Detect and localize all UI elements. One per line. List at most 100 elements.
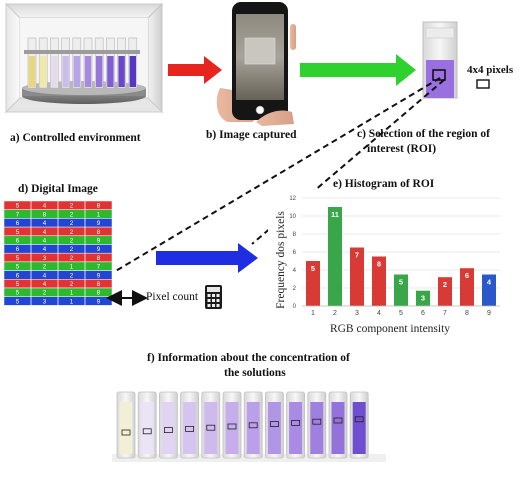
cuvette-roi (121, 429, 131, 436)
x-tick-label: 8 (465, 310, 469, 317)
caption-c-line1: c) Selection of the region of (357, 128, 490, 140)
histogram-bar (460, 268, 474, 306)
cuvette-solution (331, 402, 345, 454)
calculator-icon (205, 285, 222, 309)
bar-data-label: 6 (465, 271, 469, 280)
x-tick-label: 4 (377, 310, 381, 317)
grid-cell-value: 4 (43, 272, 47, 279)
grid-cell-value: 8 (97, 255, 101, 262)
grid-cell-value: 2 (70, 255, 74, 262)
cuvette-solution (267, 402, 281, 454)
y-tick-label: 6 (293, 250, 297, 256)
roi-legend-square (476, 79, 490, 89)
histogram-bar (306, 261, 320, 306)
x-tick-label: 9 (487, 310, 491, 317)
tube-solution (62, 56, 69, 87)
arrow-environment-to-image (168, 56, 222, 84)
caption-d: d) Digital Image (18, 183, 98, 195)
grid-cell-value: 2 (70, 246, 74, 253)
cuvette-roi (291, 419, 301, 426)
cuvette-solution (289, 402, 303, 454)
grid-cell-value: 9 (97, 238, 101, 245)
grid-cell-value: 6 (16, 220, 20, 227)
histogram-bar (394, 274, 408, 306)
tube-solution (73, 56, 80, 87)
grid-cell-value: 3 (43, 298, 47, 305)
cuvette-solution (225, 402, 239, 454)
grid-cell-value: 7 (97, 264, 101, 271)
caption-f-line2: the solutions (224, 367, 286, 379)
cuvette-solution (140, 402, 154, 454)
cuvette-roi (312, 418, 322, 425)
histogram-bar (482, 274, 496, 306)
grid-cell-value: 4 (43, 281, 47, 288)
grid-cell-value: 5 (16, 298, 20, 305)
grid-cell-value: 7 (16, 211, 20, 218)
x-tick-label: 7 (443, 310, 447, 317)
y-tick-label: 10 (289, 214, 296, 220)
pixel-count-label: Pixel count (146, 291, 199, 303)
grid-cell-value: 5 (16, 264, 20, 271)
bar-data-label: 2 (443, 280, 447, 289)
grid-cell-value: 4 (43, 220, 47, 227)
cuvette-rack (24, 37, 140, 89)
histogram-bar (416, 290, 430, 306)
tube-solution (129, 56, 136, 87)
caption-f-line1: f) Information about the concentration o… (147, 352, 350, 364)
smartphone-image (216, 2, 296, 126)
grid-cell-value: 9 (97, 298, 101, 305)
cuvette-solution (352, 402, 366, 454)
concentration-cuvettes (112, 391, 386, 462)
y-axis-label: Frequency dos pixels (275, 211, 287, 309)
grid-cell-value: 6 (16, 272, 20, 279)
caption-c-line2: interest (ROI) (367, 143, 437, 155)
tube-solution (107, 56, 114, 87)
grid-cell-value: 4 (43, 246, 47, 253)
cuvette-roi (142, 428, 152, 435)
grid-cell-value: 4 (43, 229, 47, 236)
arrow-image-to-roi (300, 54, 416, 86)
bar-data-label: 7 (355, 251, 359, 260)
grid-cell-value: 2 (70, 220, 74, 227)
grid-cell-value: 2 (70, 272, 74, 279)
cuvette-roi (206, 424, 216, 431)
grid-cell-value: 8 (97, 290, 101, 297)
grid-cell-value: 2 (43, 290, 47, 297)
grid-cell-value: 2 (70, 203, 74, 210)
grid-cell-value: 2 (70, 238, 74, 245)
grid-cell-value: 5 (16, 229, 20, 236)
cuvette-roi (227, 423, 237, 430)
bar-data-label: 5 (399, 278, 403, 287)
roi-pixels-label: 4x4 pixels (467, 64, 514, 76)
tube-solution (96, 56, 103, 87)
grid-cell-value: 5 (16, 255, 20, 262)
arrow-image-to-histogram (156, 243, 258, 273)
x-tick-label: 3 (355, 310, 359, 317)
tube-rack-bar (24, 50, 140, 54)
grid-cell-value: 1 (70, 264, 74, 271)
grid-cell-value: 8 (97, 203, 101, 210)
caption-a: a) Controlled environment (10, 132, 141, 144)
grid-cell-value: 5 (16, 290, 20, 297)
y-tick-label: 4 (293, 268, 297, 274)
x-tick-label: 1 (311, 310, 315, 317)
x-tick-label: 5 (399, 310, 403, 317)
grid-cell-value: 9 (97, 272, 101, 279)
histogram-bar (328, 207, 342, 306)
cuvette-roi (354, 416, 364, 423)
grid-cell-value: 2 (43, 264, 47, 271)
bar-data-label: 4 (487, 278, 492, 287)
tube-solution (118, 56, 125, 87)
bar-data-label: 8 (377, 260, 381, 269)
cuvette-solution (204, 402, 218, 454)
grid-cell-value: 1 (70, 290, 74, 297)
cuvette-roi (248, 422, 258, 429)
histogram-bar (372, 256, 386, 306)
cuvette-roi (163, 427, 173, 434)
cuvette-solution (183, 402, 197, 454)
histogram-bar (438, 277, 452, 306)
cuvette-roi (185, 425, 195, 432)
grid-cell-value: 6 (16, 238, 20, 245)
